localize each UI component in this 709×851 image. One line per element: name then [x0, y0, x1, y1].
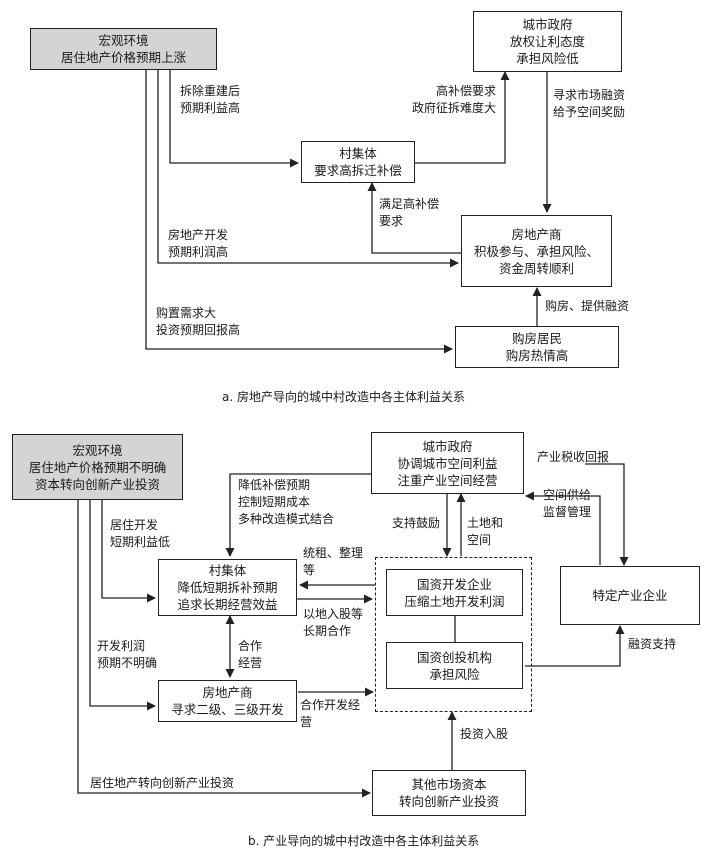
- developer-title-b: 房地产商: [202, 685, 253, 700]
- industry-enterprise-box: 特定产业企业: [560, 566, 700, 625]
- buyers-desc-a: 购房热情高: [505, 348, 569, 363]
- arrow-gov-to-industry: [585, 463, 629, 566]
- label-high-compensation: 高补偿要求 政府征拆难度大: [412, 84, 497, 115]
- label-buy-finance: 购房、提供融资: [545, 299, 630, 313]
- label-land-space: 土地和 空间: [467, 516, 504, 547]
- soe-venture-desc: 承担风险: [429, 666, 480, 682]
- village-collective-box-a: 村集体 要求高拆迁补偿: [301, 141, 415, 183]
- village-line1-b: 降低短期拆补预期: [177, 580, 278, 595]
- label-market-finance: 寻求市场融资 给予空间奖励: [553, 88, 626, 119]
- soe-developer-box: 国资开发企业 压缩土地开发利润: [386, 569, 523, 616]
- gov-title-a: 城市政府: [522, 17, 573, 32]
- soe-venture-title: 国资创投机构: [416, 649, 492, 665]
- capital-title: 其他市场资本: [411, 777, 487, 792]
- caption-b: b. 产业导向的城中村改造中各主体利益关系: [248, 834, 480, 848]
- buyers-title-a: 购房居民: [511, 331, 562, 346]
- soe-venture-box: 国资创投机构 承担风险: [386, 642, 523, 689]
- village-title-b: 村集体: [208, 563, 247, 578]
- label-reduce-compensation: 降低补偿预期 控制短期成本 多种改造模式结合: [238, 478, 335, 526]
- arrow-macro-to-village: [169, 70, 299, 168]
- label-financing: 融资支持: [628, 637, 677, 651]
- industry-title: 特定产业企业: [592, 588, 668, 603]
- arrow-macro-to-capital: [77, 500, 371, 798]
- developer-box-a: 房地产商 积极参与、承担风险、 资金周转顺利: [461, 215, 612, 287]
- gov-line1-a: 放权让利态度: [509, 34, 585, 49]
- label-support: 支持鼓励: [392, 516, 441, 530]
- developer-line1-a: 积极参与、承担风险、: [473, 243, 599, 259]
- label-space-supply: 空间供给 监督管理: [543, 488, 592, 519]
- label-satisfy-compensation: 满足高补偿 要求: [379, 197, 440, 228]
- gov-line1-b: 协调城市空间利益: [397, 455, 498, 471]
- developer-desc-b: 寻求二级、三级开发: [171, 702, 284, 717]
- village-title-a: 村集体: [339, 146, 377, 161]
- village-desc-a: 要求高拆迁补偿: [314, 163, 402, 178]
- arrow-soe-to-industry: [525, 625, 625, 667]
- state-owned-group: [375, 557, 532, 712]
- arrow-village-to-gov: [415, 71, 510, 164]
- label-development-profit: 房地产开发 预期利润高: [168, 228, 229, 259]
- label-coop-develop: 合作开发经 营: [300, 698, 361, 729]
- capital-desc: 转向创新产业投资: [398, 794, 499, 809]
- developer-line2-a: 资金周转顺利: [498, 260, 574, 276]
- developer-box-b: 房地产商 寻求二级、三级开发: [158, 680, 297, 722]
- gov-line2-b: 注重产业空间经营: [397, 472, 498, 488]
- market-capital-box: 其他市场资本 转向创新产业投资: [372, 770, 526, 816]
- city-government-box-b: 城市政府 协调城市空间利益 注重产业空间经营: [371, 432, 524, 494]
- gov-line2-a: 承担风险低: [516, 51, 579, 66]
- gov-title-b: 城市政府: [422, 438, 473, 454]
- macro-line2-b: 资本转向创新产业投资: [34, 476, 160, 492]
- label-dev-unclear: 开发利润 预期不明确: [97, 639, 158, 670]
- soe-developer-title: 国资开发企业: [416, 576, 492, 592]
- label-equity: 投资入股: [460, 727, 509, 741]
- label-cooperation: 合作 经营: [238, 639, 263, 670]
- arrow-macro-to-developer: [157, 70, 459, 268]
- village-line2-b: 追求长期经营效益: [177, 597, 278, 612]
- label-shift-investment: 居住地产转向创新产业投资: [90, 776, 235, 790]
- label-residential-dev: 居住开发 短期利益低: [110, 518, 171, 549]
- arrow-macro-to-developer-b: [89, 500, 156, 711]
- arrow-industry-to-gov: [525, 491, 601, 565]
- macro-environment-box-a: 宏观环境 居住地产价格预期上涨: [30, 28, 217, 70]
- label-purchase-demand: 购置需求大 投资预期回报高: [156, 306, 241, 337]
- macro-environment-box-b: 宏观环境 居住地产价格预期不明确 资本转向创新产业投资: [12, 434, 183, 500]
- macro-desc-a: 居住地产价格预期上涨: [60, 50, 186, 65]
- arrow-gov-to-village: [225, 473, 372, 557]
- label-tax-return: 产业税收回报: [537, 450, 610, 464]
- label-demolish-benefit: 拆除重建后 预期利益高: [180, 84, 241, 115]
- village-collective-box-b: 村集体 降低短期拆补预期 追求长期经营效益: [158, 559, 297, 616]
- soe-developer-desc: 压缩土地开发利润: [404, 593, 505, 609]
- caption-a: a. 房地产导向的城中村改造中各主体利益关系: [222, 390, 465, 404]
- macro-title-b: 宏观环境: [72, 442, 123, 458]
- arrow-developer-to-village: [367, 182, 462, 254]
- label-lease: 统租、整理 等: [303, 546, 364, 577]
- macro-line1-b: 居住地产价格预期不明确: [28, 459, 167, 475]
- arrow-macro-to-buyers: [145, 70, 453, 354]
- macro-title-a: 宏观环境: [98, 33, 149, 48]
- city-government-box-a: 城市政府 放权让利态度 承担风险低: [473, 11, 622, 72]
- label-land-share: 以地入股等 长期合作: [303, 607, 364, 638]
- home-buyers-box-a: 购房居民 购房热情高: [455, 326, 619, 368]
- developer-title-a: 房地产商: [511, 226, 562, 242]
- arrow-macro-to-village-b: [101, 500, 156, 603]
